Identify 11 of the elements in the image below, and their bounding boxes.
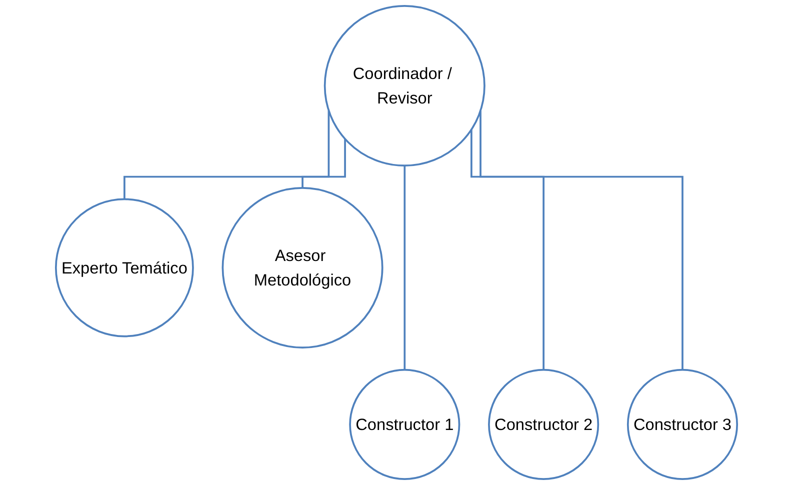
node-circle: Asesor Metodológico <box>222 186 384 348</box>
node-circle: Constructor 2 <box>488 368 600 480</box>
node-circle: Constructor 1 <box>349 368 460 480</box>
node-circle: Experto Temático <box>54 198 194 338</box>
connector <box>302 138 346 189</box>
connector <box>470 130 544 371</box>
connector <box>480 110 684 371</box>
node-circle: Constructor 3 <box>626 368 738 480</box>
connector <box>404 166 406 371</box>
node-circle: Coordinador / Revisor <box>324 5 486 167</box>
connector <box>124 110 330 200</box>
